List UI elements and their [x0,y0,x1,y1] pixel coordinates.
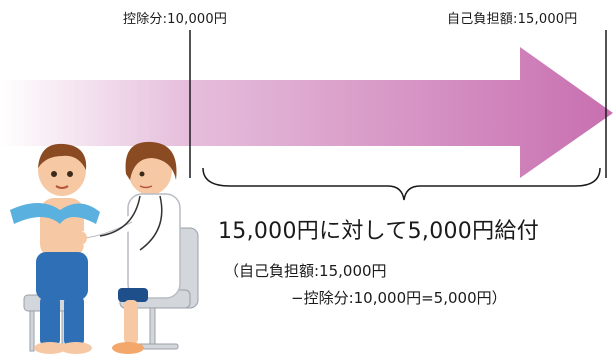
copay-label: 自己負担額:15,000円 [447,12,578,27]
calc-line-1: （自己負担額:15,000円 [224,262,387,280]
deductible-label: 控除分:10,000円 [123,12,228,27]
benefit-brace [202,167,601,201]
benefit-headline: 15,000円に対して5,000円給付 [218,219,540,244]
patient-figure [10,143,100,354]
doctor-patient-illustration [10,141,199,354]
doctor-figure [73,141,181,354]
calc-line-2: −控除分:10,000円=5,000円） [291,289,507,307]
